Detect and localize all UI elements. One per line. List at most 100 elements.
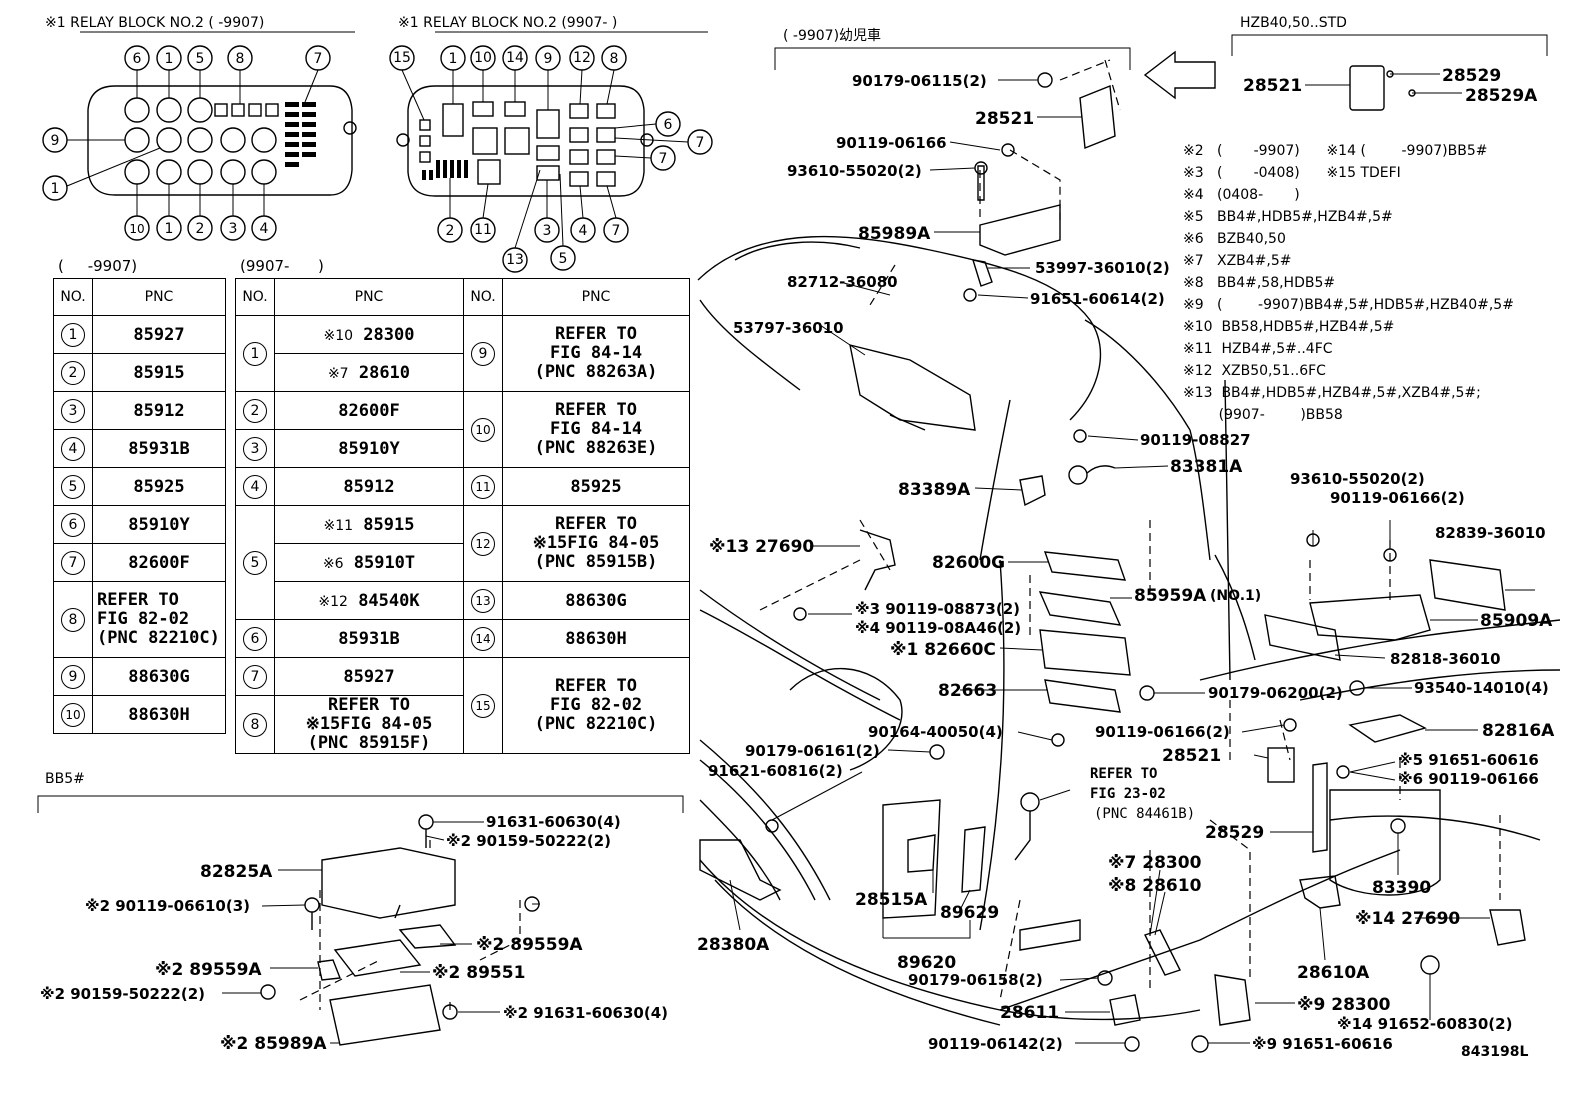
relay-block-right-title: ※1 RELAY BLOCK NO.2 (9907- ) bbox=[398, 15, 617, 31]
label-90119-06166-d: ※6 90119-06166 bbox=[1398, 770, 1539, 788]
label-89559A-left: ※2 89559A bbox=[155, 960, 262, 980]
label-53997-36010: 53997-36010(2) bbox=[1035, 259, 1170, 277]
label-28610-a: ※8 28610 bbox=[1108, 876, 1202, 896]
label-28300-a: ※7 28300 bbox=[1108, 853, 1202, 873]
label-refer-l2: FIG 23-02 bbox=[1090, 786, 1166, 802]
svg-text:3: 3 bbox=[543, 223, 552, 239]
label-82816A: 82816A bbox=[1482, 721, 1555, 741]
label-82825A: 82825A bbox=[200, 862, 273, 882]
svg-text:1: 1 bbox=[449, 51, 458, 67]
svg-text:7: 7 bbox=[659, 151, 668, 167]
svg-text:※10 BB58,HDB5#,HZB4#,5#: ※10 BB58,HDB5#,HZB4#,5# bbox=[1183, 319, 1394, 335]
svg-text:9: 9 bbox=[544, 51, 553, 67]
label-89559A-right: ※2 89559A bbox=[476, 935, 583, 955]
applicability-notes: ※2 ( -9907) ※14 ( -9907)BB5# ※3 ( -0408)… bbox=[1183, 143, 1514, 423]
label-82818-36010: 82818-36010 bbox=[1390, 650, 1501, 668]
svg-text:6: 6 bbox=[664, 117, 673, 133]
label-figure-id: 843198L bbox=[1461, 1044, 1528, 1060]
label-89551: ※2 89551 bbox=[432, 963, 525, 983]
label-90119-08873: ※3 90119-08873(2) bbox=[855, 600, 1020, 618]
label-90119-06166-b: 90119-06166(2) bbox=[1330, 489, 1465, 507]
svg-text:※8 BB4#,58,HDB5#: ※8 BB4#,58,HDB5# bbox=[1183, 275, 1335, 291]
label-91651-60614: 91651-60614(2) bbox=[1030, 290, 1165, 308]
svg-text:※12 XZB50,51..6FC: ※12 XZB50,51..6FC bbox=[1183, 363, 1326, 379]
label-82839-36010: 82839-36010 bbox=[1435, 524, 1546, 542]
label-85989A-bb5: ※2 85989A bbox=[220, 1034, 327, 1054]
label-28610A: 28610A bbox=[1297, 963, 1370, 983]
svg-text:※6 BZB40,50: ※6 BZB40,50 bbox=[1183, 231, 1286, 247]
label-90179-06158: 90179-06158(2) bbox=[908, 971, 1043, 989]
label-82600G: 82600G bbox=[932, 553, 1005, 573]
label-28521-top: 28521 bbox=[975, 109, 1034, 129]
label-83381A: 83381A bbox=[1170, 457, 1243, 477]
svg-text:1: 1 bbox=[165, 51, 174, 67]
label-93610-55020-a: 93610-55020(2) bbox=[787, 162, 922, 180]
label-28529A: 28529A bbox=[1465, 86, 1538, 106]
label-90179-06161: 90179-06161(2) bbox=[745, 742, 880, 760]
label-28521-hzb: 28521 bbox=[1243, 76, 1302, 96]
svg-text:3: 3 bbox=[229, 221, 238, 237]
label-27690-b: ※14 27690 bbox=[1355, 909, 1460, 929]
svg-text:2: 2 bbox=[196, 221, 205, 237]
label-93540-14010: 93540-14010(4) bbox=[1414, 679, 1549, 697]
svg-text:※11 HZB4#,5#..4FC: ※11 HZB4#,5#..4FC bbox=[1183, 341, 1333, 357]
svg-text:7: 7 bbox=[696, 135, 705, 151]
hzb-label: HZB40,50..STD bbox=[1240, 15, 1347, 31]
svg-text:10: 10 bbox=[129, 222, 144, 236]
label-89629: 89629 bbox=[940, 903, 999, 923]
label-83389A: 83389A bbox=[898, 480, 971, 500]
label-53797-36010: 53797-36010 bbox=[733, 319, 844, 337]
label-82660C: ※1 82660C bbox=[890, 640, 996, 660]
svg-text:8: 8 bbox=[610, 51, 619, 67]
label-90159-50222-b: ※2 90159-50222(2) bbox=[40, 985, 205, 1003]
table2-period: (9907- ) bbox=[240, 257, 324, 275]
label-91652-60830: ※14 91652-60830(2) bbox=[1337, 1015, 1512, 1033]
label-refer-l1: REFER TO bbox=[1090, 766, 1157, 782]
label-85959A: 85959A bbox=[1134, 586, 1207, 606]
label-28515A: 28515A bbox=[855, 890, 928, 910]
relay-block-left-title: ※1 RELAY BLOCK NO.2 ( -9907) bbox=[45, 15, 264, 31]
svg-text:4: 4 bbox=[579, 223, 588, 239]
label-91621-60816: 91621-60816(2) bbox=[708, 762, 843, 780]
label-refer-l3: (PNC 84461B) bbox=[1094, 806, 1195, 822]
svg-text:13: 13 bbox=[506, 252, 524, 268]
label-90119-06166-a: 90119-06166 bbox=[836, 134, 947, 152]
svg-text:9: 9 bbox=[51, 133, 60, 149]
label-85959A-no1: (NO.1) bbox=[1210, 588, 1261, 604]
label-82712-36080: 82712-36080 bbox=[787, 273, 898, 291]
svg-text:5: 5 bbox=[559, 251, 568, 267]
label-91651-60616-a: ※5 91651-60616 bbox=[1398, 751, 1539, 769]
label-90179-06200: 90179-06200(2) bbox=[1208, 684, 1343, 702]
svg-text:14: 14 bbox=[506, 50, 524, 66]
svg-text:※5 BB4#,HDB5#,HZB4#,5#: ※5 BB4#,HDB5#,HZB4#,5# bbox=[1183, 209, 1393, 225]
label-83390: 83390 bbox=[1372, 878, 1431, 898]
label-28529-lower: 28529 bbox=[1205, 823, 1264, 843]
dashboard-outline bbox=[697, 235, 1561, 1026]
label-89620: 89620 bbox=[897, 953, 956, 973]
label-90179-06115: 90179-06115(2) bbox=[852, 72, 987, 90]
svg-text:※3 ( -0408) ※15 T: ※3 ( -0408) ※15 TDEFI bbox=[1183, 165, 1401, 181]
svg-text:5: 5 bbox=[196, 51, 205, 67]
svg-text:※2 ( -9907) ※14 (: ※2 ( -9907) ※14 ( -9907)BB5# bbox=[1183, 143, 1488, 159]
svg-text:※4 (0408- ): ※4 (0408- ) bbox=[1183, 187, 1300, 203]
svg-text:7: 7 bbox=[612, 223, 621, 239]
label-28380A: 28380A bbox=[697, 935, 770, 955]
label-91631-60630-a: 91631-60630(4) bbox=[486, 813, 621, 831]
svg-text:※7 XZB4#,5#: ※7 XZB4#,5# bbox=[1183, 253, 1292, 269]
svg-text:4: 4 bbox=[260, 221, 269, 237]
label-27690-a: ※13 27690 bbox=[709, 537, 814, 557]
label-90119-06142: 90119-06142(2) bbox=[928, 1035, 1063, 1053]
label-90159-50222-a: ※2 90159-50222(2) bbox=[446, 832, 611, 850]
svg-text:11: 11 bbox=[474, 222, 492, 238]
svg-text:7: 7 bbox=[314, 51, 323, 67]
label-93610-55020-b: 93610-55020(2) bbox=[1290, 470, 1425, 488]
label-90119-08A46: ※4 90119-08A46(2) bbox=[855, 619, 1021, 637]
label-28521-lower: 28521 bbox=[1162, 746, 1221, 766]
svg-text:2: 2 bbox=[446, 223, 455, 239]
svg-text:1: 1 bbox=[165, 221, 174, 237]
label-90164-40050: 90164-40050(4) bbox=[868, 723, 1003, 741]
table1-period: ( -9907) bbox=[58, 257, 138, 275]
